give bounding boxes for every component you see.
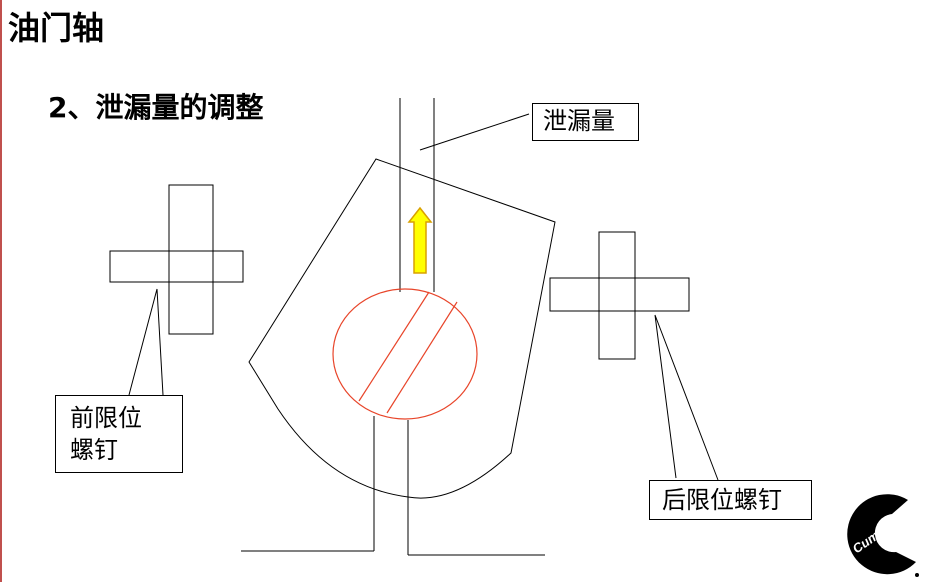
front-screw-label-line2: 螺钉 <box>70 436 118 464</box>
left-accent-rule <box>0 0 2 582</box>
front-screw-label-line1: 前限位 <box>70 404 142 432</box>
lower-shaft <box>241 416 545 556</box>
cummins-logo-dot <box>915 573 919 577</box>
front-screw-vertical-bar <box>168 184 214 335</box>
leader-lines <box>128 113 719 481</box>
up-arrow-icon <box>407 206 433 274</box>
shaft-slot-line-left <box>358 291 430 402</box>
cummins-logo-c-shape <box>847 494 916 575</box>
cummins-logo: Cummins <box>847 494 919 577</box>
leakage-label: 泄漏量 <box>532 103 639 141</box>
rear-screw-label: 后限位螺钉 <box>649 480 812 520</box>
front-screw-leader <box>128 288 164 396</box>
front-limit-screw <box>109 184 244 335</box>
section-subtitle: 2、泄漏量的调整 <box>48 91 264 124</box>
shaft-circle <box>332 288 478 420</box>
page-title: 油门轴 <box>8 9 105 47</box>
shaft-circle-outline <box>332 288 478 420</box>
front-screw-horizontal-bar <box>109 250 244 283</box>
rear-limit-screw <box>549 231 690 360</box>
leakage-leader <box>419 113 530 151</box>
rear-screw-vertical-bar <box>598 231 636 360</box>
shaft-slot-line-right <box>386 301 458 414</box>
front-screw-label: 前限位 螺钉 <box>55 395 183 473</box>
upper-rod <box>399 98 435 292</box>
rear-screw-leader <box>654 314 719 481</box>
rear-screw-horizontal-bar <box>549 277 690 312</box>
lever-outline <box>248 158 556 499</box>
